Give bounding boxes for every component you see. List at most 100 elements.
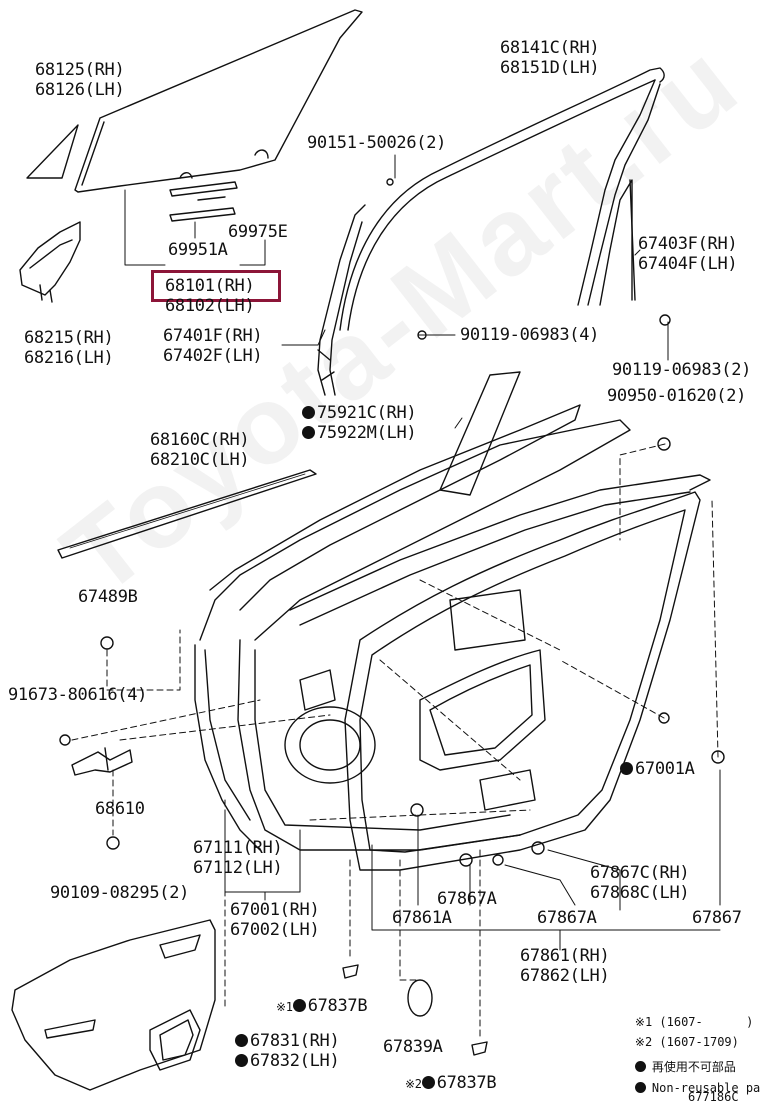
part-number-text: 67867A [537,908,597,928]
part-label-90151: 90151-50026(2) [307,133,446,153]
legend-text: Non-reusable part [651,1081,760,1095]
part-number-text: 68125(RH) [35,60,125,80]
part-number: 67862(LH) [520,966,610,986]
part-number: 67861(RH) [520,946,610,966]
part-label-75921: 75921C(RH)75922M(LH) [302,403,417,443]
part-label-90109: 90109-08295(2) [50,883,189,903]
highlight-box [151,270,281,302]
part-label-67489: 67489B [78,587,138,607]
part-number-text: 67867 [692,908,742,928]
part-number: 67001A [620,759,695,779]
part-number: 90950-01620(2) [607,386,746,406]
part-number-text: 67001A [635,759,695,779]
non-reusable-bullet-icon [620,762,633,775]
part-label-67831: 67831(RH)67832(LH) [235,1031,340,1071]
part-number-text: 68610 [95,799,145,819]
legend-non-reusable-jp: 再使用不可部品 [606,1045,736,1090]
part-label-69975: 69975E [228,222,288,242]
part-number-text: 68216(LH) [24,348,114,368]
bullet-icon [634,1082,646,1093]
glass-channel-strips [169,181,238,222]
part-number-text: 67112(LH) [193,858,283,878]
part-number-text: 90109-08295(2) [50,883,190,903]
legend-text: ※1 (1607- ) [634,1015,754,1029]
part-number: 68215(RH) [24,328,114,348]
part-label-67861a: 67861A [392,908,452,928]
bullet-icon [634,1061,646,1072]
note-prefix: ※2 [405,1077,422,1091]
part-number-text: 68101(RH) [165,276,255,296]
part-label-90119a: 90119-06983(4) [460,325,599,345]
part-number: 90151-50026(2) [307,133,446,153]
part-number: 67402F(LH) [163,346,263,366]
part-number-text: 90119-06983(2) [612,360,752,380]
part-number-text: 75922M(LH) [317,423,417,443]
part-label-67867c: 67867C(RH)67868C(LH) [590,863,690,903]
part-number-text: 68141C(RH) [500,38,600,58]
part-number: 68210C(LH) [150,450,250,470]
quarter-glass [26,124,79,179]
part-number-text: 67404F(LH) [638,254,738,274]
part-label-68610: 68610 [95,799,145,819]
part-number: 68125(RH) [35,60,125,80]
part-number-text: 90151-50026(2) [307,133,447,153]
part-label-67839: 67839A [383,1037,443,1057]
part-number: 68160C(RH) [150,430,250,450]
part-number: 75921C(RH) [302,403,417,423]
part-number: 68102(LH) [165,296,255,316]
part-number: 67831(RH) [235,1031,340,1051]
part-number-text: 90119-06983(4) [460,325,600,345]
part-label-68215: 68215(RH)68216(LH) [24,328,114,368]
part-number: 69951A [168,240,228,260]
non-reusable-bullet-icon [235,1054,248,1067]
protector-strip [439,371,521,496]
part-label-67861: 67861(RH)67862(LH) [520,946,610,986]
part-number: 67403F(RH) [638,234,738,254]
part-number-text: 68160C(RH) [150,430,250,450]
part-label-67867: 67867 [692,908,742,928]
part-number: 67111(RH) [193,838,283,858]
part-number: 91673-80616(4) [8,685,147,705]
part-number: 67401F(RH) [163,326,263,346]
part-label-67001a: 67001A [620,759,695,779]
part-number: 67112(LH) [193,858,283,878]
part-number-text: 67401F(RH) [163,326,263,346]
part-number-text: 67402F(LH) [163,346,263,366]
sash-bracket [19,221,81,303]
door-checker [71,747,133,776]
door-glass [74,9,363,193]
part-number-text: 90950-01620(2) [607,386,747,406]
leader-lines [124,154,669,361]
part-number: 68101(RH) [165,276,255,296]
part-number-text: 91673-80616(4) [8,685,148,705]
part-label-91673: 91673-80616(4) [8,685,147,705]
part-label-67867a2: 67867A [537,908,597,928]
belt-moulding [57,469,317,559]
fasteners [59,178,725,867]
clip-67837b-1 [342,964,359,979]
part-number-text: 67861A [392,908,452,928]
part-number-text: 67111(RH) [193,838,283,858]
part-number-text: 69951A [168,240,228,260]
part-number-text: 67862(LH) [520,966,610,986]
part-number: 68216(LH) [24,348,114,368]
part-number-text: 67832(LH) [250,1051,340,1071]
weatherstrip-leaders [224,769,721,951]
part-number: 75922M(LH) [302,423,417,443]
non-reusable-bullet-icon [302,426,315,439]
part-number-text: 67002(LH) [230,920,320,940]
part-label-68160: 68160C(RH)68210C(LH) [150,430,250,470]
part-number-text: 67831(RH) [250,1031,340,1051]
part-number: 67002(LH) [230,920,320,940]
part-number-text: 68151D(LH) [500,58,600,78]
part-number: 67868C(LH) [590,883,690,903]
part-label-68141: 68141C(RH)68151D(LH) [500,38,600,78]
part-number: 90119-06983(4) [460,325,599,345]
part-number-text: 75921C(RH) [317,403,417,423]
non-reusable-bullet-icon [421,1076,435,1089]
